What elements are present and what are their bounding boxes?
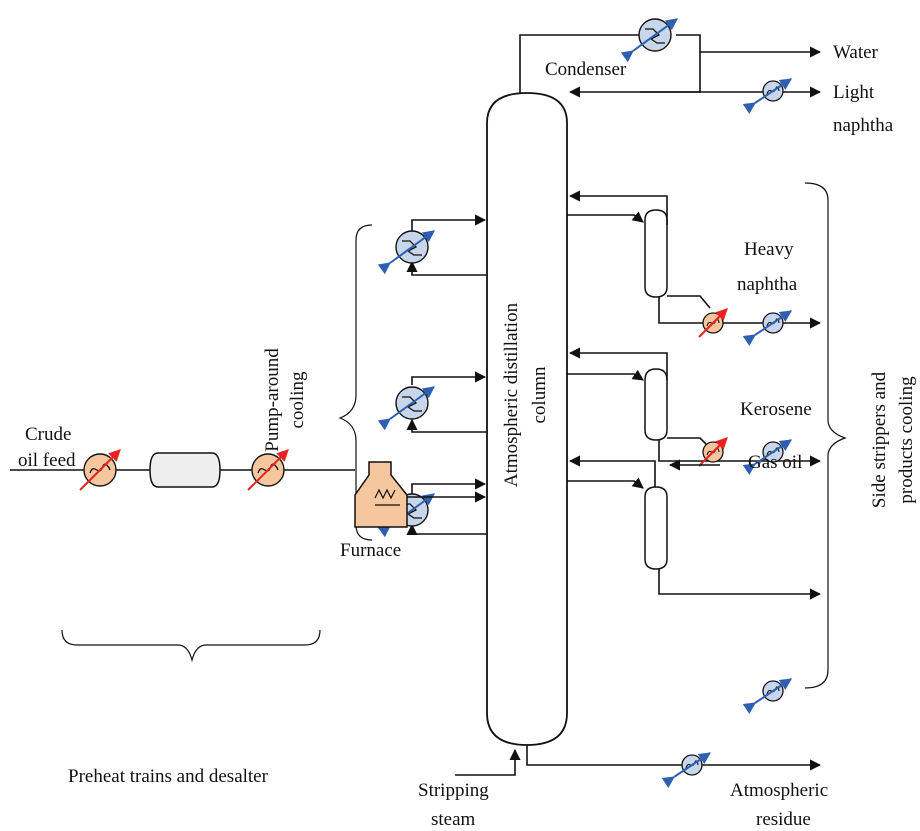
stripper-kerosene: [567, 347, 822, 467]
residue-label-1: Atmospheric: [730, 780, 828, 801]
side-strippers-label-1: Side strippers and: [869, 371, 890, 508]
side-strippers-label-2: products cooling: [896, 376, 917, 504]
column-label-1: Atmospheric distillation: [501, 302, 522, 487]
light-naphtha-label-1: Light: [833, 82, 875, 103]
feed-line: [10, 469, 487, 503]
crude-label-1: Crude: [25, 424, 71, 445]
heavy-naphtha-heater-icon: [699, 309, 727, 337]
pumparound-middle: [406, 371, 487, 433]
water-label: Water: [833, 42, 879, 63]
stripping-steam-label-2: steam: [431, 809, 476, 830]
furnace-icon: [354, 461, 408, 528]
heavy-naphtha-label-2: naphtha: [737, 274, 798, 295]
heavy-naphtha-label-1: Heavy: [744, 239, 794, 260]
pumparound-label-2: cooling: [287, 371, 308, 428]
desalter-icon: [149, 452, 221, 488]
column-label-2: column: [529, 366, 550, 423]
pumparound-label-1: Pump-around: [262, 348, 283, 452]
light-naphtha-cooler-icon: [755, 79, 791, 103]
residue-line: [526, 745, 822, 771]
condenser-loop: [519, 34, 822, 98]
furnace-label: Furnace: [340, 540, 401, 561]
stripping-steam-line: [455, 748, 521, 776]
side-strippers-brace: [804, 182, 847, 689]
preheat-heater-1-icon: [80, 450, 120, 490]
gas-oil-label: Gas oil: [748, 452, 802, 473]
crude-label-2: oil feed: [18, 450, 76, 471]
distillation-column: [486, 92, 568, 746]
residue-label-2: residue: [756, 809, 811, 830]
gas-oil-cooler-icon: [755, 679, 791, 703]
stripping-steam-label-1: Stripping: [418, 780, 489, 801]
stripper-gas-oil: [567, 455, 822, 600]
preheat-brace: [61, 629, 321, 663]
preheat-label: Preheat trains and desalter: [68, 766, 269, 787]
preheat-heater-2-icon: [248, 450, 288, 490]
pumparound-bottom: [406, 478, 487, 536]
light-naphtha-label-2: naphtha: [833, 115, 894, 136]
condenser-icon: [633, 19, 677, 51]
pumparound-brace: [338, 224, 373, 541]
pumparound-middle-cooler-icon: [390, 387, 434, 419]
condenser-label: Condenser: [545, 59, 627, 80]
pumparound-top-cooler-icon: [390, 231, 434, 263]
kerosene-label: Kerosene: [740, 399, 812, 420]
